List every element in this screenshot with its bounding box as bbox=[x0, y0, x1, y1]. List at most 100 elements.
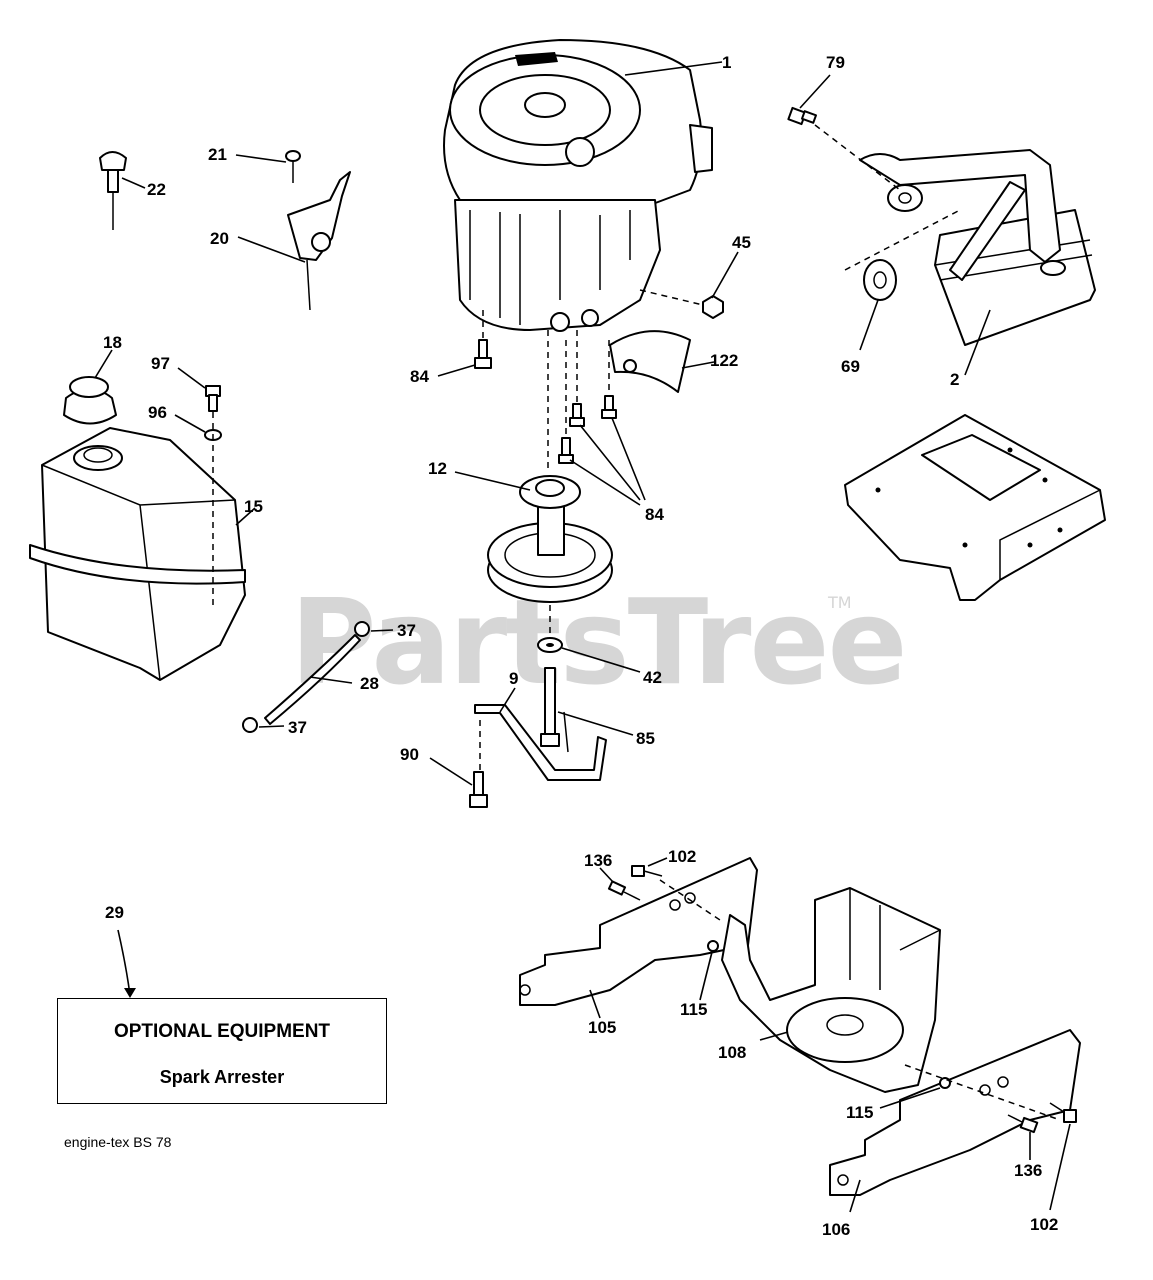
knob-22[interactable] bbox=[99, 151, 127, 230]
frame-rail-105[interactable] bbox=[519, 857, 758, 1006]
diagram-code: engine-tex BS 78 bbox=[64, 1134, 172, 1150]
callout-90: 90 bbox=[400, 745, 419, 764]
callout-22: 22 bbox=[147, 180, 166, 199]
callout-115-top: 115 bbox=[680, 1000, 707, 1019]
optional-equipment-box: OPTIONAL EQUIPMENT Spark Arrester bbox=[57, 998, 387, 1104]
bolt-90[interactable] bbox=[469, 771, 488, 808]
callout-136-top: 136 bbox=[584, 851, 612, 870]
callout-115-bottom: 115 bbox=[846, 1103, 873, 1122]
leader-122 bbox=[681, 361, 715, 369]
leader-69 bbox=[859, 299, 879, 351]
leader-96 bbox=[174, 414, 206, 433]
nut-45[interactable] bbox=[702, 295, 724, 319]
guide-shaft bbox=[547, 330, 610, 470]
callout-85: 85 bbox=[636, 729, 655, 748]
leader-115-bottom bbox=[879, 1087, 941, 1109]
engine-part[interactable] bbox=[443, 39, 713, 332]
leader-12 bbox=[454, 471, 531, 491]
leader-106 bbox=[849, 1179, 861, 1213]
washer-115-top[interactable] bbox=[707, 940, 719, 952]
leader-29 bbox=[117, 929, 131, 996]
spark-arrester-label: Spark Arrester bbox=[159, 1067, 285, 1087]
guide-102-top bbox=[659, 879, 721, 921]
muffler-2[interactable] bbox=[859, 149, 1096, 346]
bolt-97[interactable] bbox=[205, 385, 221, 412]
leader-105 bbox=[589, 989, 601, 1019]
callout-106: 106 bbox=[822, 1220, 850, 1239]
callout-105: 105 bbox=[588, 1018, 616, 1037]
leader-37-bottom bbox=[258, 725, 285, 728]
washer-115-bottom[interactable] bbox=[939, 1077, 951, 1089]
bolt-102-top[interactable] bbox=[631, 865, 663, 877]
callout-20: 20 bbox=[210, 229, 229, 248]
callout-12: 12 bbox=[428, 459, 447, 478]
callout-108: 108 bbox=[718, 1043, 746, 1062]
clamp-37-top[interactable] bbox=[354, 621, 370, 637]
callout-28: 28 bbox=[360, 674, 379, 693]
throttle-bracket-20[interactable] bbox=[287, 171, 351, 311]
leader-84-left bbox=[437, 364, 476, 377]
bolt-136-bottom[interactable] bbox=[1007, 1114, 1039, 1134]
bolt-136-top[interactable] bbox=[607, 880, 641, 901]
leader-97 bbox=[177, 367, 206, 389]
leader-28 bbox=[309, 676, 353, 684]
callout-18: 18 bbox=[103, 333, 122, 352]
guide-45 bbox=[639, 289, 704, 306]
leader-9 bbox=[499, 687, 516, 713]
leader-90 bbox=[429, 757, 473, 786]
leader-108 bbox=[759, 1031, 789, 1041]
clamp-37-bottom[interactable] bbox=[242, 717, 258, 733]
leader-85 bbox=[557, 711, 634, 736]
bolt-102-bottom[interactable] bbox=[1049, 1102, 1077, 1123]
callout-9: 9 bbox=[509, 669, 518, 688]
leader-20 bbox=[237, 236, 306, 263]
callout-45: 45 bbox=[732, 233, 751, 252]
callout-84-right: 84 bbox=[645, 505, 664, 524]
fuel-hose-28[interactable] bbox=[264, 634, 361, 725]
callout-79: 79 bbox=[826, 53, 845, 72]
fuel-tank-15[interactable] bbox=[29, 427, 246, 681]
guide-79 bbox=[814, 124, 901, 191]
guide-115-bottom bbox=[904, 1064, 1061, 1121]
callout-42: 42 bbox=[643, 668, 662, 687]
callout-136-bottom: 136 bbox=[1014, 1161, 1042, 1180]
callout-102-top: 102 bbox=[668, 847, 696, 866]
screw-21[interactable] bbox=[285, 150, 301, 183]
callout-96: 96 bbox=[148, 403, 167, 422]
watermark-brand: PartsTree bbox=[290, 573, 906, 711]
bolt-85[interactable] bbox=[540, 667, 560, 747]
washer-42[interactable] bbox=[537, 637, 563, 653]
callout-2: 2 bbox=[950, 370, 959, 389]
bracket-9[interactable] bbox=[474, 704, 607, 781]
leader-22 bbox=[121, 177, 146, 189]
leader-15 bbox=[235, 507, 256, 526]
watermark-trademark: TM bbox=[827, 593, 852, 612]
callout-69: 69 bbox=[841, 357, 860, 376]
leader-136-top bbox=[599, 867, 614, 883]
callout-37-bottom: 37 bbox=[288, 718, 307, 737]
fuel-cap-18[interactable] bbox=[63, 376, 117, 425]
engine-mount-plate[interactable] bbox=[844, 414, 1106, 601]
leader-102-top bbox=[647, 857, 668, 867]
leader-2 bbox=[964, 309, 991, 376]
bolts-84-right[interactable] bbox=[558, 395, 617, 464]
leader-1 bbox=[624, 61, 723, 76]
callout-1: 1 bbox=[722, 53, 731, 72]
shield-122[interactable] bbox=[609, 330, 691, 393]
callout-122: 122 bbox=[710, 351, 738, 370]
frame-rail-106[interactable] bbox=[829, 1029, 1081, 1196]
leader-21 bbox=[235, 154, 287, 163]
callout-37-top: 37 bbox=[397, 621, 416, 640]
leader-37-top bbox=[370, 629, 394, 632]
pulley-12[interactable] bbox=[487, 475, 613, 603]
leader-115-top bbox=[699, 951, 713, 1001]
belt-guard-108[interactable] bbox=[721, 887, 941, 1093]
gasket-69[interactable] bbox=[863, 259, 897, 301]
callout-21: 21 bbox=[208, 145, 227, 164]
leader-18 bbox=[94, 349, 113, 379]
leader-84-right bbox=[569, 417, 646, 506]
callout-102-bottom: 102 bbox=[1030, 1215, 1058, 1234]
callout-29: 29 bbox=[105, 903, 124, 922]
bolt-84-left[interactable] bbox=[474, 339, 492, 369]
bolt-79[interactable] bbox=[787, 106, 818, 126]
